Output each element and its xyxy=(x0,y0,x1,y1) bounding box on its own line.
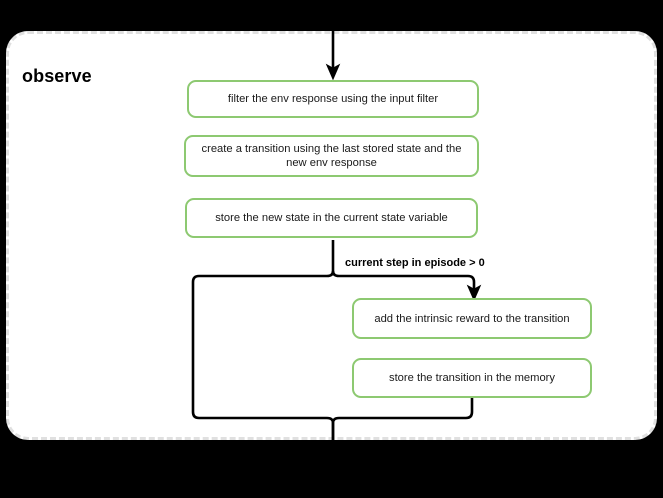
node-store-new-state[interactable]: store the new state in the current state… xyxy=(185,198,478,238)
node-filter-env-response[interactable]: filter the env response using the input … xyxy=(187,80,479,118)
node-store-transition-in-memory[interactable]: store the transition in the memory xyxy=(352,358,592,398)
node-create-transition[interactable]: create a transition using the last store… xyxy=(184,135,479,177)
node-add-intrinsic-reward[interactable]: add the intrinsic reward to the transiti… xyxy=(352,298,592,339)
edge-label-current-step-in-episode: current step in episode > 0 xyxy=(345,257,485,269)
group-title-observe: observe xyxy=(22,66,92,86)
